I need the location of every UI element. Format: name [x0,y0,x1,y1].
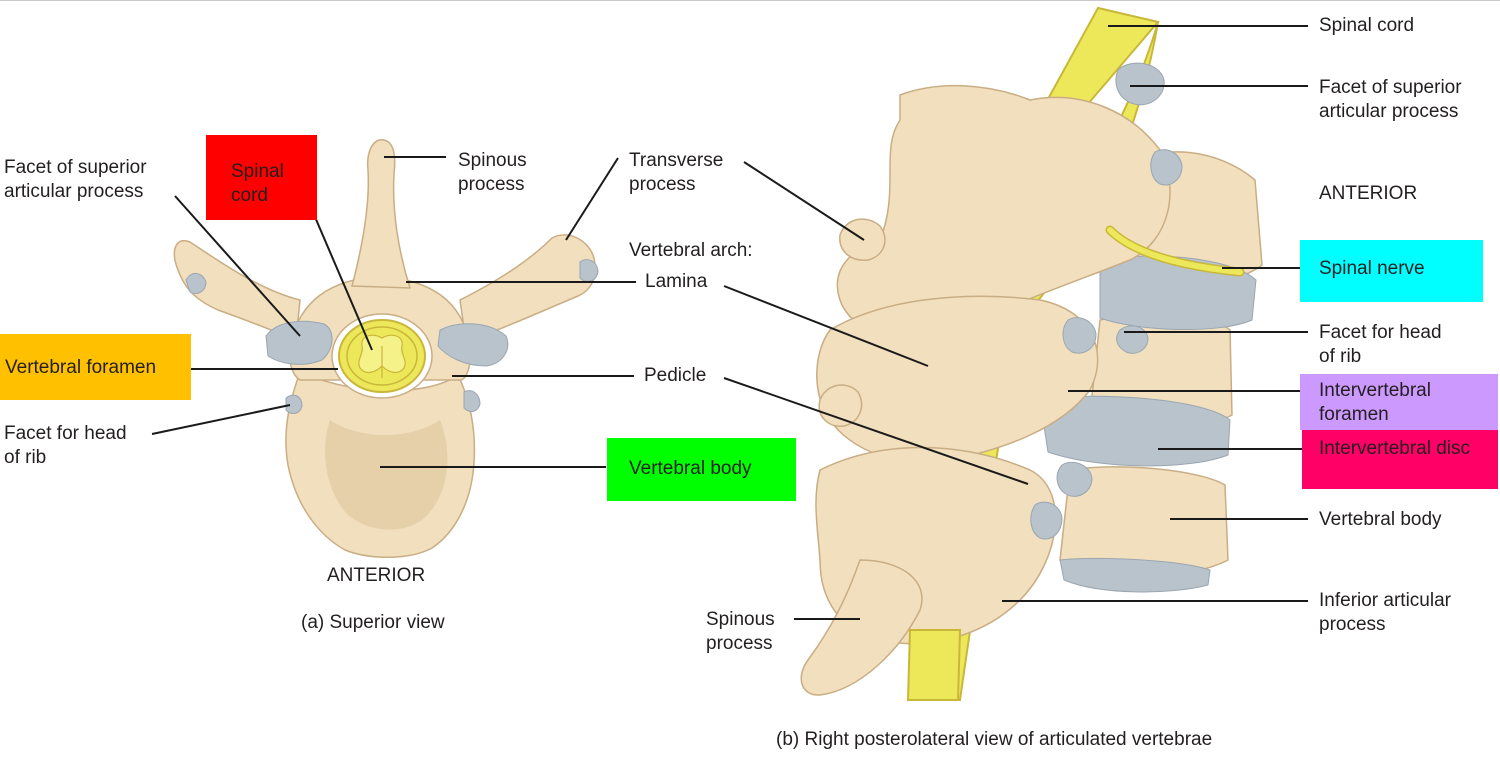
label-anterior-a: ANTERIOR [327,565,426,586]
label-facet-head-rib-a: Facet for head of rib [4,423,127,468]
label-spinous-process-b: Spinous process [706,609,775,654]
label-spinal-cord-b: Spinal cord [1319,15,1415,36]
label-spinal-nerve: Spinal nerve [1319,258,1425,279]
vertebral-body-box-a [607,438,796,501]
caption-posterolateral-view: (b) Right posterolateral view of articul… [776,729,1213,750]
label-facet-superior-b: Facet of superior articular process [1319,77,1462,122]
label-vertebral-arch: Vertebral arch: [629,240,753,261]
vertebral-foramen-box [0,334,191,400]
top-divider [0,0,1500,1]
label-intervertebral-foramen: Intervertebral foramen [1319,380,1431,425]
label-anterior-b: ANTERIOR [1319,183,1418,204]
label-intervertebral-disc: Intervertebral disc [1319,438,1471,459]
label-pedicle: Pedicle [644,365,707,386]
superior-view-illustration [173,139,599,558]
label-transverse-process: Transverse process [629,150,724,195]
intervertebral-disc-box [1302,430,1498,489]
caption-superior-view: (a) Superior view [301,612,445,633]
label-vertebral-foramen: Vertebral foramen [5,357,157,378]
label-inferior-articular: Inferior articular process [1319,590,1451,635]
label-spinal-cord-a: Spinal cord [231,161,284,206]
posterolateral-view-illustration [800,6,1263,701]
label-vertebral-body-a: Vertebral body [629,458,752,479]
spinal-nerve-box [1300,240,1483,302]
label-lamina: Lamina [645,271,708,292]
label-facet-head-rib-b: Facet for head of rib [1319,322,1442,367]
intervertebral-foramen-box [1300,374,1498,430]
label-facet-superior-a: Facet of superior articular process [4,157,147,202]
label-spinous-process-a: Spinous process [458,150,527,195]
label-vertebral-body-b: Vertebral body [1319,509,1442,530]
spinal-cord-box-a [206,135,317,220]
leader-lines [151,25,1308,620]
